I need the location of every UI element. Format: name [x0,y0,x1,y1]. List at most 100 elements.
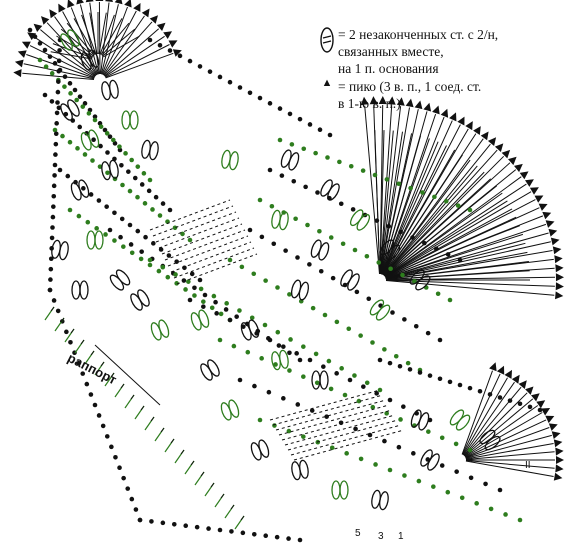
chain-dot [147,37,153,43]
chain-dot [123,151,128,156]
fan-stitch [385,223,547,279]
picot-mark [555,273,564,282]
fan-stitch [101,22,130,56]
chain-dot [517,517,523,523]
chain-dot [214,311,219,316]
chain-dot [301,146,307,152]
chain-dot [217,337,223,343]
chain-dot [55,100,60,105]
chain-dot [275,329,281,335]
chain-dot [425,330,431,336]
fan-stitch [89,12,98,55]
chain-dot [453,441,459,447]
chain-dot [186,279,191,284]
chain-dot [467,447,473,453]
dc-row [158,217,240,249]
picot-mark [551,431,561,439]
chain-dot [426,429,431,434]
cluster-stitch [479,429,501,451]
cluster-stitch [190,309,210,331]
cluster-stitch [331,480,349,500]
fan-stitch [79,4,99,75]
chain-dot [342,392,348,398]
chain-dot [467,385,473,391]
rapport-stitch-head [160,427,165,433]
picot-mark [511,374,520,384]
chain-dot [353,426,358,432]
fan-stitch [465,443,554,460]
chain-dot [92,117,98,123]
picot-mark [489,362,497,372]
stitch-post [86,230,96,250]
chain-dot [47,287,53,293]
chain-dot [384,411,389,416]
cluster-stitch [310,239,330,261]
rapport-stitch-head [110,372,115,378]
picot-mark [553,472,563,481]
chain-dot [271,241,277,247]
picot-mark [541,408,551,416]
cluster-stitch [220,399,240,421]
stitch-post [79,280,89,300]
chain-dot [269,203,275,209]
chain-dot [427,373,433,378]
chain-dot [160,201,166,206]
picot-mark [501,149,511,159]
chain-dot [105,170,110,176]
chain-dot [187,237,193,243]
fan-stitch [463,386,522,456]
chain-dot [56,105,62,111]
rapport-bracket [94,344,161,406]
chain-dot [65,173,71,179]
chain-dot [151,241,156,246]
chain-dot [377,357,383,363]
chain-dot [387,360,393,366]
stitch-post [109,79,119,99]
fan-stitch [385,208,513,278]
chain-dot [459,495,465,501]
picot-triangle-icon [323,79,331,86]
fan-stitch [464,412,543,458]
chain-dot [457,382,463,388]
chain-dot [56,58,62,64]
chain-dot [85,219,91,225]
stitch-post [311,370,321,390]
chain-dot [147,177,153,183]
dc-row [164,229,246,261]
chain-dot [432,194,437,200]
chain-dot [81,186,86,191]
chain-dot [372,172,378,178]
chain-dot [387,467,393,473]
chain-dot [373,462,378,467]
chain-dot [43,64,49,69]
chain-dot [317,127,323,133]
dc-row [173,247,255,279]
picot-mark [555,447,564,456]
dc-row [161,223,243,255]
chain-dot [173,272,178,277]
chain-dot [54,110,60,116]
cluster-stitch [60,29,80,51]
chain-dot [307,262,312,267]
fan-stitch [385,242,526,279]
chain-dot [281,396,286,401]
chain-dot [197,277,203,283]
chain-dot [171,521,177,527]
chain-dot [90,158,95,163]
fan-stitch [385,280,555,296]
stitch-post [198,309,210,328]
chain-dot [67,139,73,145]
chain-dot [129,250,135,256]
cluster-stitch [410,409,430,431]
chain-dot [439,435,445,441]
chain-dot [51,183,57,189]
chain-dot [411,451,416,456]
fan-stitch [382,124,461,275]
chain-dot [263,278,268,283]
fan-stitch [60,28,94,57]
stitch-post [299,459,309,479]
legend-picot: = пико (3 в. п., 1 соед. ст. в 1-ю в. п.… [318,78,558,112]
cluster-stitch [240,319,260,341]
stitch-post [121,110,131,130]
chain-dot [167,207,173,213]
